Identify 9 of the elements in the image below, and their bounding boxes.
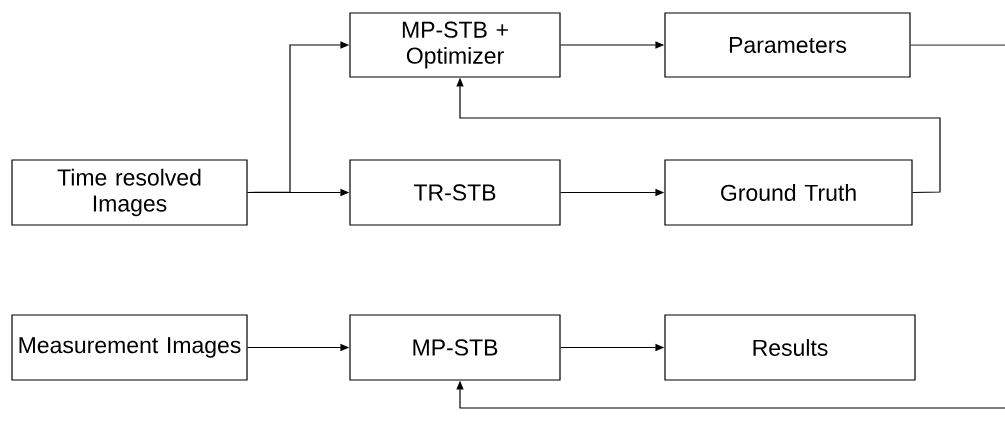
process-box: MP-STB (349, 314, 561, 381)
process-box: MP-STB + Optimizer (349, 12, 561, 78)
process-box: Parameters (664, 12, 911, 78)
process-box: Time resolved Images (11, 159, 248, 226)
process-box: Measurement Images (11, 314, 248, 381)
process-box: TR-STB (349, 159, 561, 226)
process-box: Ground Truth (664, 159, 913, 226)
connector-line (910, 44, 1005, 46)
process-box: Results (664, 314, 916, 381)
